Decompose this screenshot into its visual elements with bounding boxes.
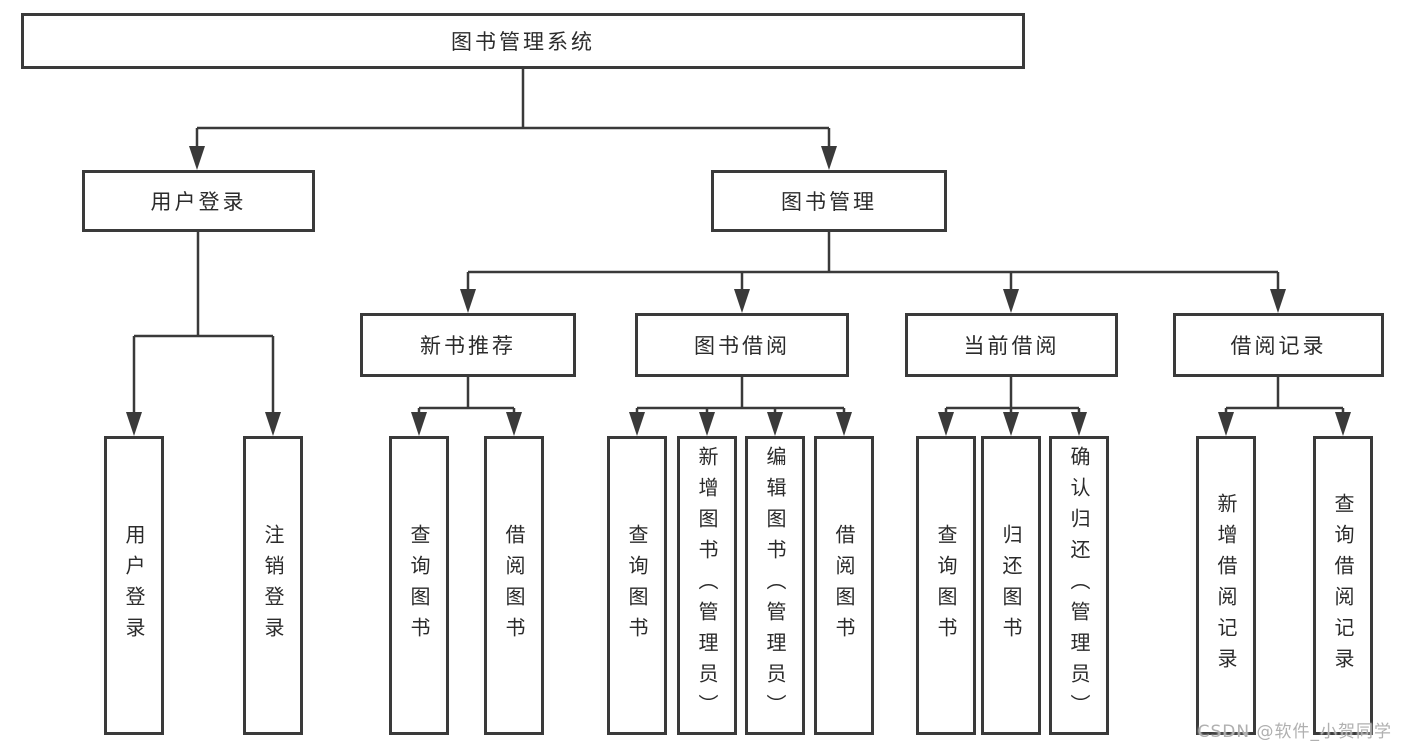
- leaf-edit-book-admin: 编辑图书（管理员）: [745, 436, 805, 735]
- node-user-login: 用户登录: [82, 170, 315, 232]
- arrow-icon: [1071, 412, 1087, 436]
- arrow-icon: [1270, 289, 1286, 313]
- arrow-icon: [411, 412, 427, 436]
- watermark: CSDN @软件_小贺同学: [1197, 722, 1392, 742]
- node-book-management: 图书管理: [711, 170, 947, 232]
- arrow-icon: [1218, 412, 1234, 436]
- leaf-query-borrow-record: 查询借阅记录: [1313, 436, 1373, 735]
- node-current-borrow: 当前借阅: [905, 313, 1118, 377]
- leaf-borrow-books-recommend: 借阅图书: [484, 436, 544, 735]
- node-root: 图书管理系统: [21, 13, 1025, 69]
- leaf-query-books-borrow: 查询图书: [607, 436, 667, 735]
- arrow-icon: [1003, 412, 1019, 436]
- arrow-icon: [1335, 412, 1351, 436]
- arrow-icon: [629, 412, 645, 436]
- arrow-icon: [1003, 289, 1019, 313]
- leaf-confirm-return-admin: 确认归还（管理员）: [1049, 436, 1109, 735]
- arrow-icon: [821, 146, 837, 170]
- arrow-icon: [767, 412, 783, 436]
- arrow-icon: [460, 289, 476, 313]
- leaf-borrow-books-borrow: 借阅图书: [814, 436, 874, 735]
- leaf-return-book: 归还图书: [981, 436, 1041, 735]
- leaf-query-books-recommend: 查询图书: [389, 436, 449, 735]
- arrow-icon: [938, 412, 954, 436]
- arrow-icon: [265, 412, 281, 436]
- arrow-icon: [734, 289, 750, 313]
- arrow-icon: [836, 412, 852, 436]
- leaf-user-login: 用户登录: [104, 436, 164, 735]
- leaf-query-books-current: 查询图书: [916, 436, 976, 735]
- node-borrow-records: 借阅记录: [1173, 313, 1384, 377]
- arrow-icon: [699, 412, 715, 436]
- leaf-add-book-admin: 新增图书（管理员）: [677, 436, 737, 735]
- leaf-add-borrow-record: 新增借阅记录: [1196, 436, 1256, 735]
- arrow-icon: [126, 412, 142, 436]
- arrow-icon: [506, 412, 522, 436]
- node-book-borrow: 图书借阅: [635, 313, 849, 377]
- leaf-logout: 注销登录: [243, 436, 303, 735]
- node-new-book-recommend: 新书推荐: [360, 313, 576, 377]
- arrow-icon: [189, 146, 205, 170]
